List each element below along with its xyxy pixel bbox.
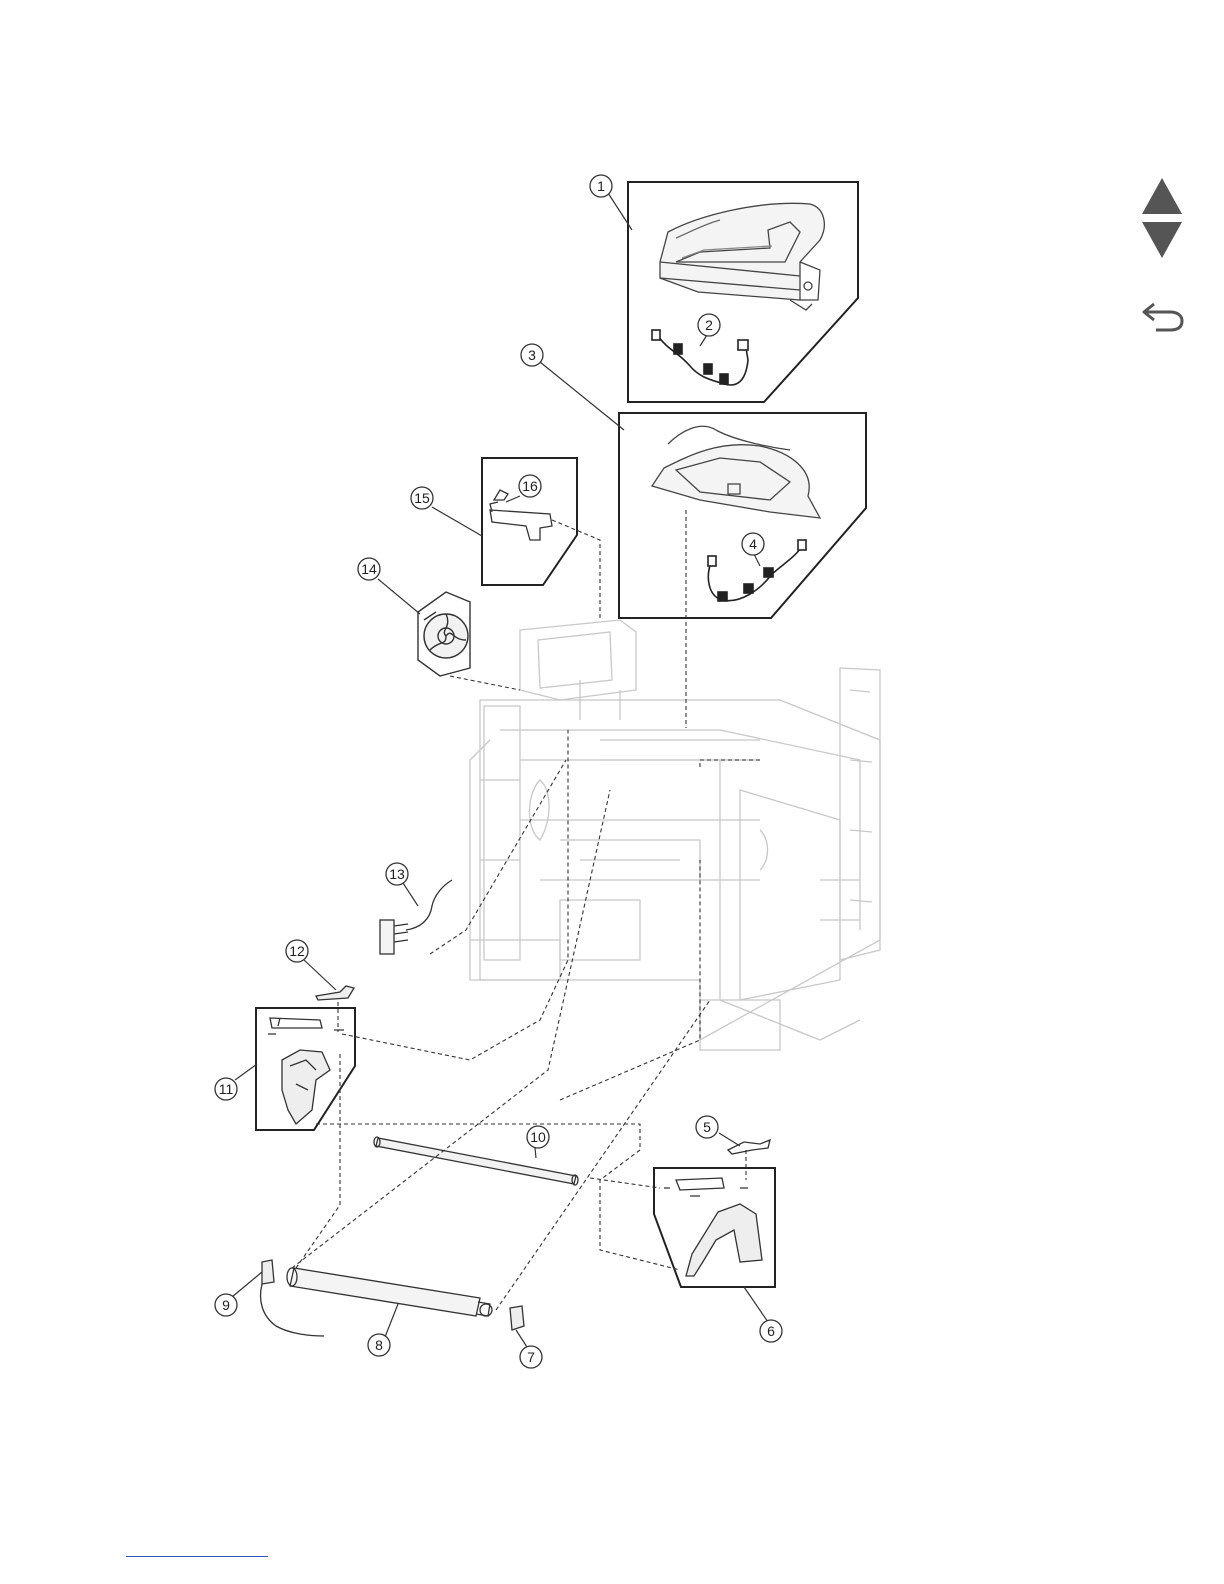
callout-6: 6 [760, 1320, 782, 1342]
callout-11: 11 [215, 1078, 237, 1100]
triangle-up-icon [1136, 176, 1188, 216]
part-16-clip [494, 490, 508, 500]
callout-label: 13 [389, 866, 405, 882]
callout-label: 3 [528, 347, 536, 363]
callout-label: 6 [767, 1323, 775, 1339]
callout-label: 14 [361, 561, 377, 577]
part-1-cover-assembly [660, 203, 824, 310]
callout-2: 2 [698, 314, 720, 336]
callout-label: 15 [414, 490, 430, 506]
callout-10: 10 [527, 1126, 549, 1148]
part-6-right-bracket [664, 1178, 762, 1276]
callout-label: 7 [527, 1349, 535, 1365]
part-14-fan [418, 592, 470, 676]
part-12-lever [316, 986, 354, 1000]
next-page-button[interactable] [1136, 220, 1188, 260]
previous-page-button[interactable] [1136, 176, 1188, 216]
triangle-down-icon [1136, 220, 1188, 260]
callout-label: 16 [522, 478, 538, 494]
callout-3: 3 [521, 344, 543, 366]
part-11-left-bracket [268, 1018, 344, 1124]
callout-label: 11 [219, 1081, 234, 1097]
part-2-cable [652, 330, 748, 385]
callout-12: 12 [286, 940, 308, 962]
callout-label: 8 [375, 1337, 383, 1353]
part-15-bracket [490, 502, 552, 540]
callout-label: 2 [705, 317, 713, 333]
callout-label: 12 [289, 943, 305, 959]
callout-8: 8 [368, 1334, 390, 1356]
main-frame [470, 620, 880, 1050]
callout-label: 5 [703, 1119, 711, 1135]
callout-label: 10 [530, 1129, 546, 1145]
callout-7: 7 [520, 1346, 542, 1368]
callout-15: 15 [411, 487, 433, 509]
callout-5: 5 [696, 1116, 718, 1138]
callout-label: 9 [222, 1297, 230, 1313]
inset-box-3-4 [619, 413, 866, 618]
callout-label: 4 [749, 536, 757, 552]
callout-4: 4 [742, 533, 764, 555]
callout-leaders [232, 193, 768, 1347]
callout-1: 1 [590, 175, 612, 197]
part-7-clip [510, 1306, 524, 1330]
part-13-sensor [380, 880, 452, 954]
footer-link[interactable] [126, 1556, 268, 1557]
part-10-roller [374, 1137, 578, 1185]
callout-16: 16 [519, 475, 541, 497]
return-arrow-icon [1136, 296, 1188, 336]
part-8-roller [287, 1268, 492, 1316]
callout-14: 14 [358, 558, 380, 580]
callout-9: 9 [215, 1294, 237, 1316]
part-3-bracket-assembly [652, 426, 820, 518]
callout-label: 1 [597, 178, 605, 194]
back-button[interactable] [1136, 296, 1188, 336]
callout-13: 13 [386, 863, 408, 885]
